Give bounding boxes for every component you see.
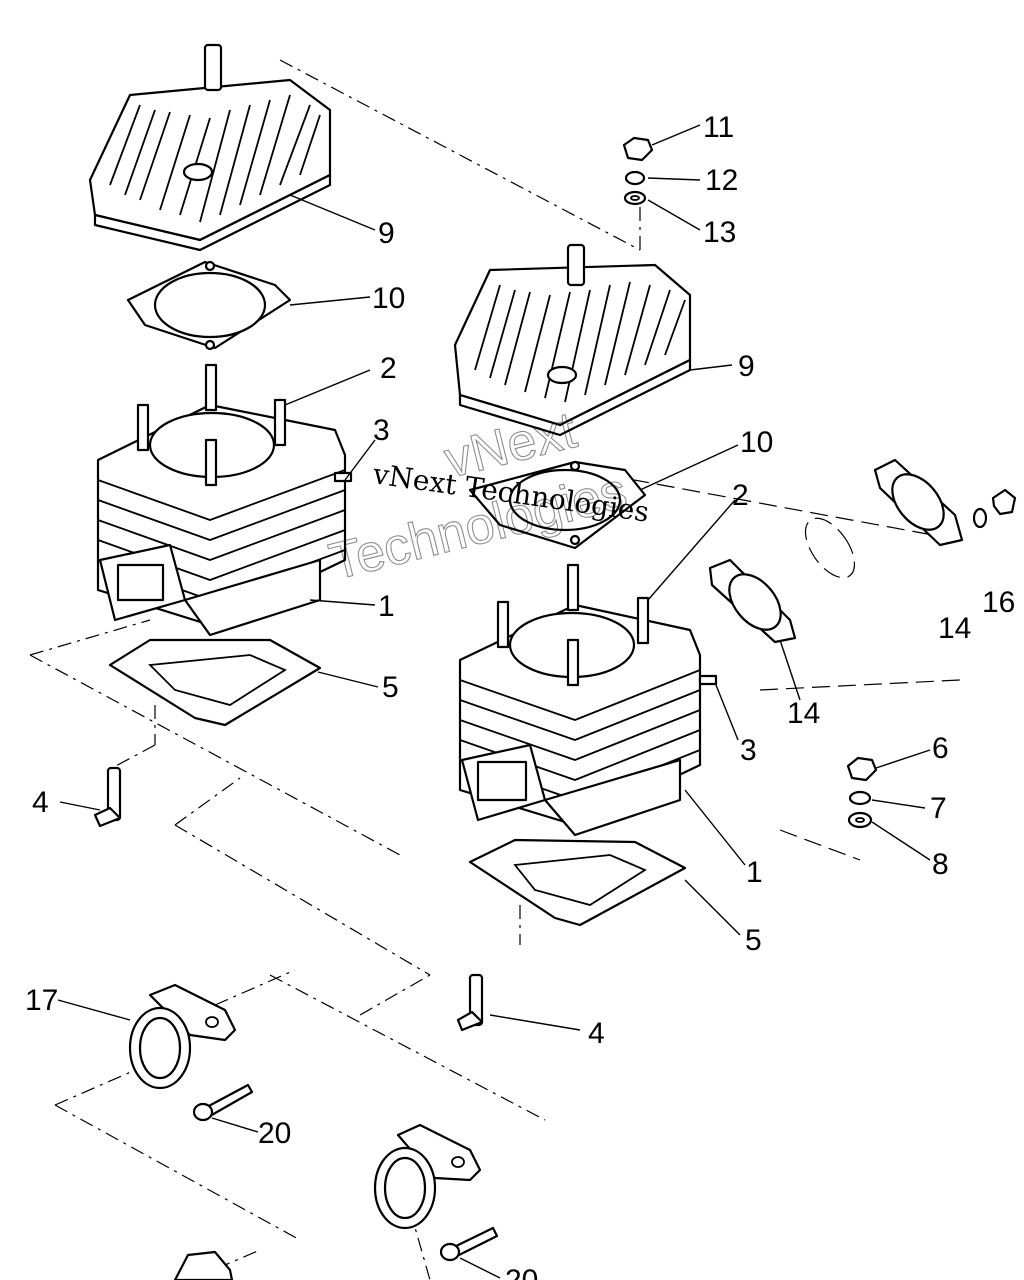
intake-flange-partial (173, 1250, 234, 1280)
callout-20-left: 20 (258, 1117, 291, 1150)
nut-washer-stack-top (622, 136, 654, 206)
fitting-right (456, 973, 484, 1032)
callout-1-left: 1 (378, 590, 395, 623)
fitting-left (93, 766, 122, 828)
callout-9-left: 9 (378, 217, 395, 250)
callout-14-lower: 14 (787, 697, 820, 730)
head-gasket-left (126, 260, 292, 351)
callout-10-left: 10 (372, 282, 405, 315)
callout-2-right: 2 (732, 479, 749, 512)
callout-1-right: 1 (746, 856, 763, 889)
callout-4-right: 4 (588, 1017, 605, 1050)
callout-17: 17 (25, 984, 58, 1017)
base-gasket-left (108, 638, 322, 727)
callout-numbers: 9 10 2 3 1 5 4 11 12 13 9 10 2 3 1 5 4 1… (25, 111, 1015, 1280)
cylinder-head-right (453, 243, 692, 437)
callout-8: 8 (932, 848, 949, 881)
cylinder-head-left (88, 43, 332, 252)
exhaust-gasket-1 (708, 558, 797, 644)
callout-3-left: 3 (373, 414, 390, 447)
callout-16: 16 (982, 586, 1015, 619)
base-gasket-right (468, 838, 687, 927)
callout-4-left: 4 (32, 786, 49, 819)
cylinder-left (96, 363, 353, 637)
callout-13: 13 (703, 216, 736, 249)
callout-5-left: 5 (382, 671, 399, 704)
callout-14-upper: 14 (938, 612, 971, 645)
leader-lines (57, 124, 931, 1279)
callout-6: 6 (932, 732, 949, 765)
bolt-left (192, 1083, 254, 1122)
callout-12: 12 (705, 164, 738, 197)
callout-9-right: 9 (738, 350, 755, 383)
intake-flange-right (373, 1123, 482, 1230)
ghost-gasket (804, 517, 856, 579)
cylinder-right (458, 563, 718, 837)
exhaust-gasket-2 (873, 458, 964, 547)
callout-11: 11 (703, 111, 734, 144)
callout-10-right: 10 (740, 426, 773, 459)
callout-3-right: 3 (740, 734, 757, 767)
bolt-right (439, 1226, 499, 1262)
head-gasket-right (468, 460, 647, 550)
callout-7: 7 (930, 792, 947, 825)
intake-flange-left (128, 983, 237, 1090)
nut-washer-stack-bottom (846, 756, 878, 829)
callout-20-right: 20 (505, 1264, 538, 1280)
callout-5-right: 5 (745, 924, 762, 957)
exhaust-nut-washer (972, 488, 1017, 529)
callout-2-left: 2 (380, 352, 397, 385)
